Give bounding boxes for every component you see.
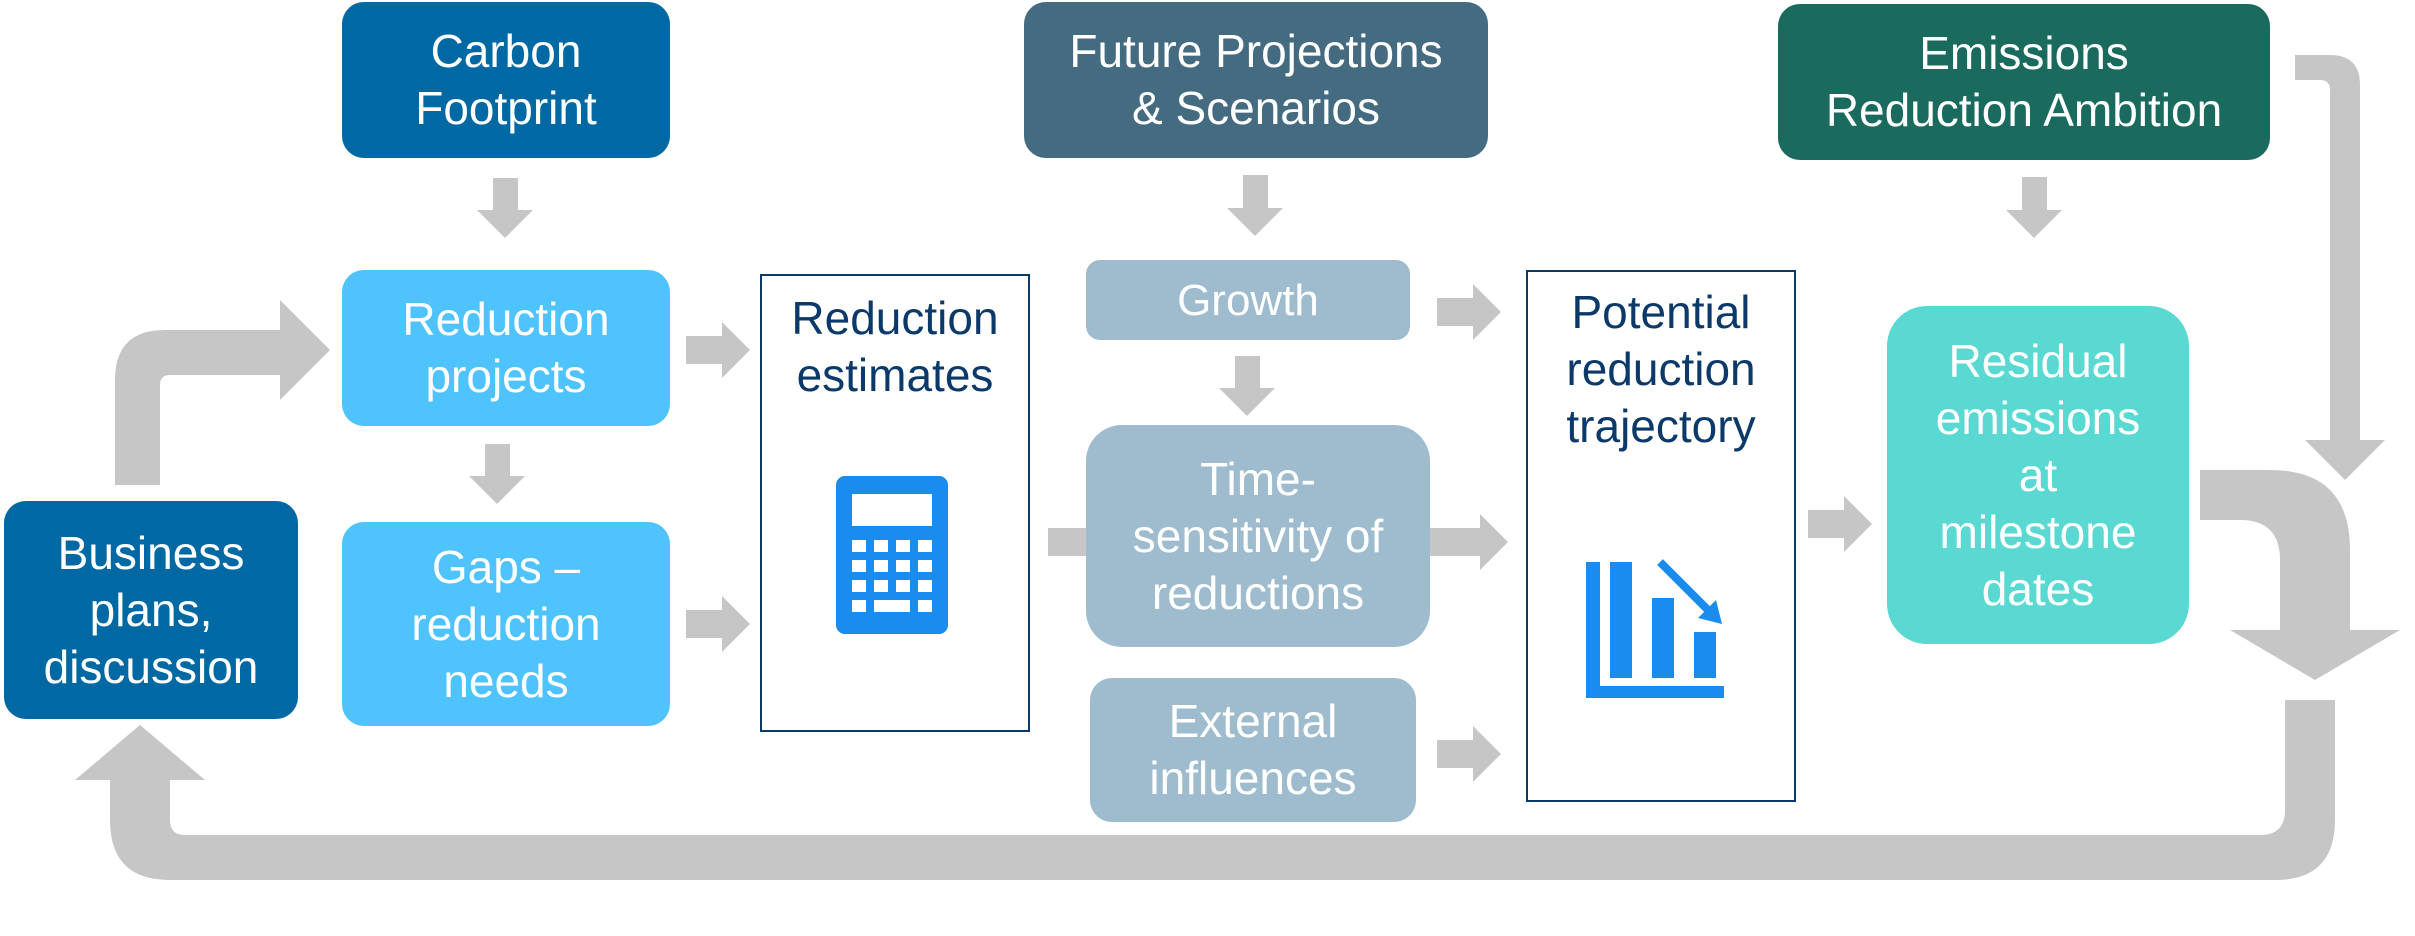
- residual-emissions-label: Residual emissions at milestone dates: [1935, 334, 2141, 615]
- gaps-label: Gaps – reduction needs: [411, 540, 601, 707]
- business-plans-label: Business plans, discussion: [43, 526, 259, 693]
- time-right-arrow: [1430, 514, 1508, 570]
- growth-box: Growth: [1086, 260, 1410, 340]
- growth-down-arrow: [1219, 356, 1275, 416]
- reduction-estimates-box: Reduction estimates: [760, 274, 1030, 732]
- potential-trajectory-box: Potential reduction trajectory: [1526, 270, 1796, 802]
- external-influences-label: External influences: [1149, 695, 1357, 804]
- reduction-projects-box: Reduction projects: [342, 270, 670, 426]
- projects-right-arrow: [686, 322, 750, 378]
- growth-right-arrow: [1437, 284, 1501, 340]
- iterate-loop-label: Iterate, refine, evolve: [1005, 878, 1435, 930]
- future-projections-label: Future Projections & Scenarios: [1069, 25, 1443, 134]
- external-influences-box: External influences: [1090, 678, 1416, 822]
- reduction-estimates-label: Reduction estimates: [791, 292, 999, 401]
- carbon-footprint-box: Carbon Footprint: [342, 2, 670, 158]
- potential-trajectory-label: Potential reduction trajectory: [1566, 286, 1756, 452]
- carbon-footprint-label: Carbon Footprint: [415, 25, 597, 134]
- future-down-arrow: [1227, 175, 1283, 236]
- residual-emissions-box: Residual emissions at milestone dates: [1887, 306, 2189, 644]
- future-projections-box: Future Projections & Scenarios: [1024, 2, 1488, 158]
- time-sensitivity-label: Time- sensitivity of reductions: [1132, 452, 1384, 619]
- time-sensitivity-box: Time- sensitivity of reductions: [1086, 425, 1430, 647]
- emissions-ambition-label: Emissions Reduction Ambition: [1825, 27, 2223, 136]
- iterate-loop-arrow: [75, 700, 2335, 880]
- residual-out-arrow: [2200, 470, 2400, 680]
- gaps-box: Gaps – reduction needs: [342, 522, 670, 726]
- growth-label: Growth: [1177, 275, 1319, 325]
- business-plans-box: Business plans, discussion: [4, 501, 298, 719]
- carbon-down-arrow: [477, 178, 533, 238]
- emissions-ambition-box: Emissions Reduction Ambition: [1778, 4, 2270, 160]
- estimates-right-arrow: [1048, 528, 1088, 556]
- gaps-right-arrow: [686, 596, 750, 652]
- reduction-projects-label: Reduction projects: [402, 293, 610, 402]
- trajectory-right-arrow: [1808, 496, 1872, 552]
- ambition-loop-arrow: [2295, 55, 2385, 480]
- ambition-down-arrow: [2006, 177, 2062, 238]
- projects-down-arrow: [469, 444, 525, 504]
- business-to-projects-arrow: [115, 300, 330, 485]
- external-right-arrow: [1437, 726, 1501, 782]
